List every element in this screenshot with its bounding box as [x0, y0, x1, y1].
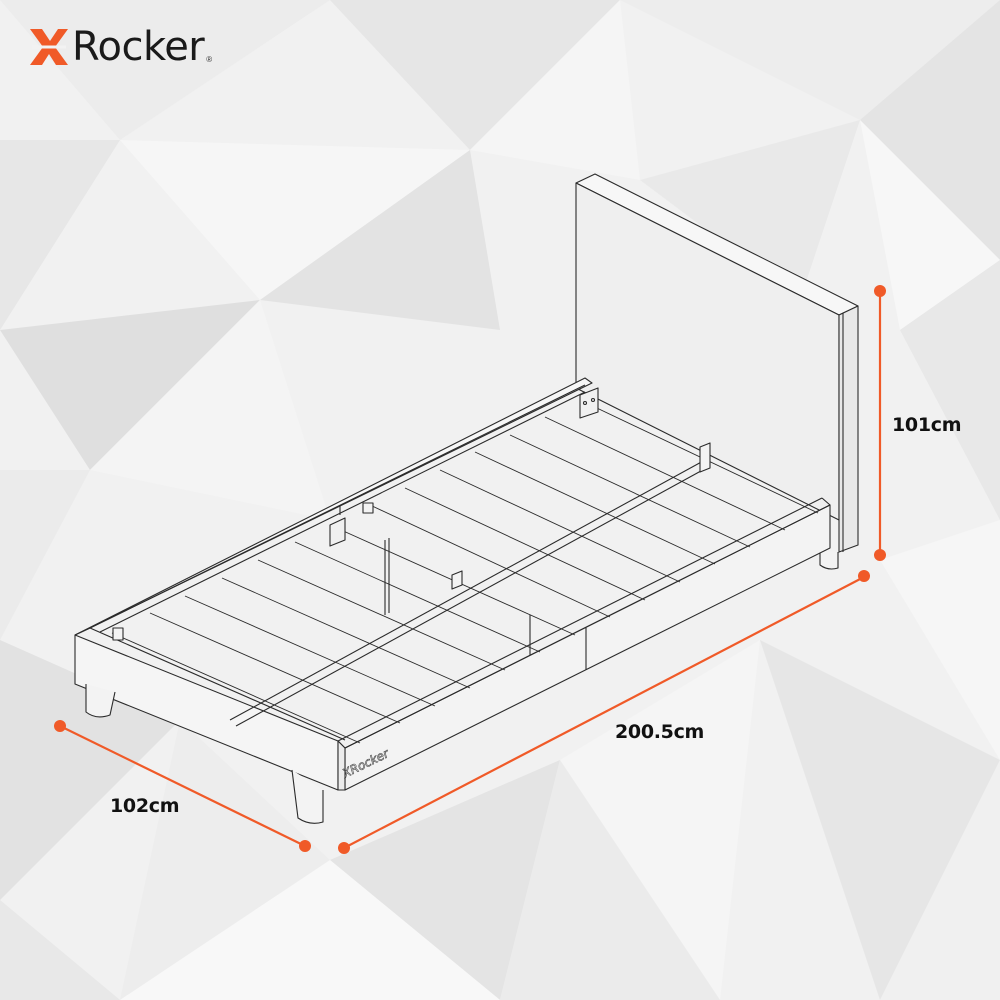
height-label: 101cm: [892, 414, 962, 436]
leg-front-left: [85, 684, 116, 718]
dimension-height: [874, 285, 886, 561]
headboard-leg: [819, 551, 839, 570]
brand-logo: Rocker ®: [28, 22, 212, 72]
center-support: [229, 442, 711, 727]
slats: [111, 399, 819, 744]
side-rail-right: [337, 497, 831, 791]
dimension-width: [54, 720, 311, 852]
bed-frame-drawing: [74, 173, 859, 824]
dimension-length: [338, 570, 870, 854]
foot-rail: [74, 627, 346, 791]
x-mark-icon: [30, 29, 68, 65]
brand-wordmark: Rocker: [72, 24, 205, 70]
side-rail-left: [74, 377, 593, 636]
leg-front-right: [291, 769, 324, 824]
registered-mark: ®: [206, 55, 213, 64]
brackets: [112, 387, 599, 641]
length-label: 200.5cm: [615, 721, 705, 743]
width-label: 102cm: [110, 795, 180, 817]
headboard: [575, 173, 859, 553]
